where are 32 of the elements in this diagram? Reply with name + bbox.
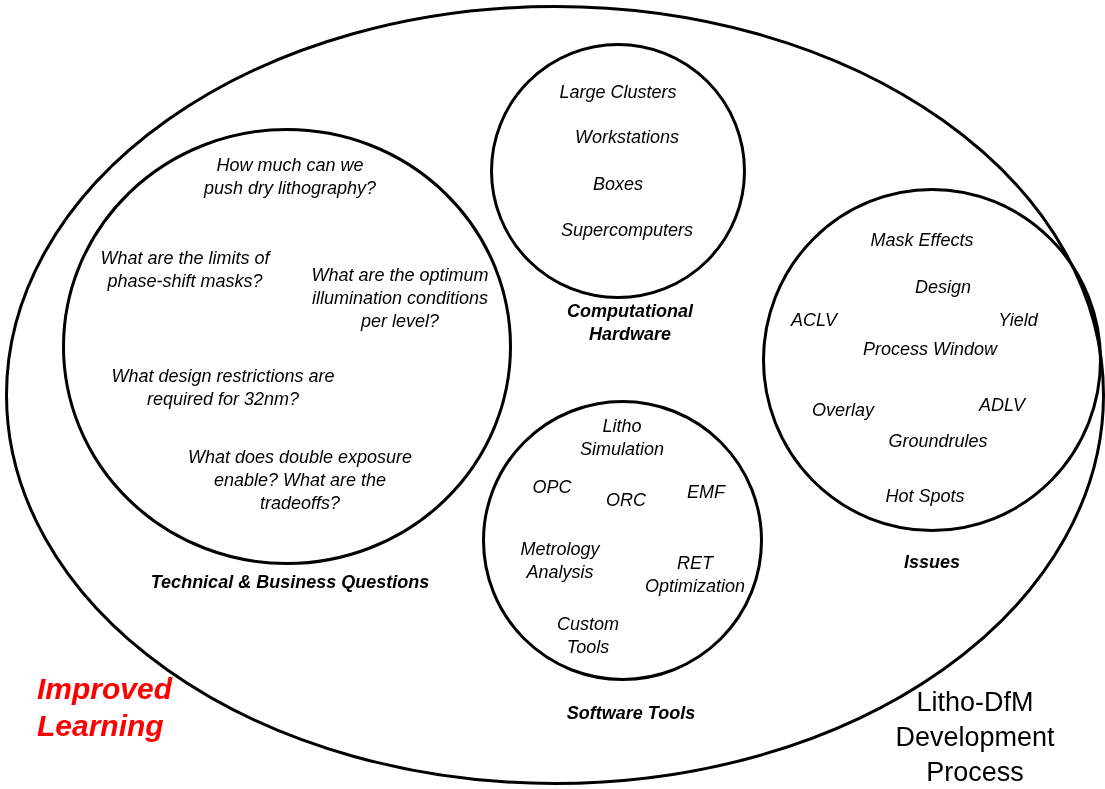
topic-text: ORC <box>605 488 647 512</box>
topic-text: Metrology Analysis <box>519 538 601 584</box>
topic-text: Design <box>914 275 972 299</box>
outer-ellipse <box>5 5 1105 785</box>
topic-text: Litho Simulation <box>578 415 665 461</box>
topic-text: What are the optimum illumination conditions per level? <box>310 263 490 333</box>
topic-text: Supercomputers <box>559 218 695 242</box>
topic-text: Mask Effects <box>869 228 975 252</box>
topic-text: What design restrictions are required for 32nm? <box>110 365 336 411</box>
circle-title: Technical & Business Questions <box>149 570 431 594</box>
topic-text: Workstations <box>574 125 680 149</box>
topic-text: Hot Spots <box>884 484 966 508</box>
topic-text: What does double exposure enable? What are the tradeoffs? <box>186 445 414 515</box>
topic-text: Large Clusters <box>558 80 678 104</box>
topic-text: Boxes <box>592 172 644 196</box>
topic-text: RET Optimization <box>643 552 746 598</box>
circle-title: Litho-DfM Development Process <box>894 685 1056 789</box>
callout-text: Improved Learning <box>37 671 174 744</box>
topic-text: Process Window <box>862 337 999 361</box>
topic-text: How much can we push dry lithography? <box>202 154 378 200</box>
circle-title: Software Tools <box>565 701 697 725</box>
topic-text: ADLV <box>977 393 1027 417</box>
circle-title: Computational Hardware <box>566 300 695 346</box>
topic-text: What are the limits of phase-shift masks? <box>99 247 272 293</box>
topic-text: ACLV <box>789 308 839 332</box>
topic-text: Yield <box>997 308 1039 332</box>
circle-title: Issues <box>902 550 961 574</box>
topic-text: Custom Tools <box>556 613 620 659</box>
topic-text: OPC <box>531 475 573 499</box>
topic-text: EMF <box>686 480 727 504</box>
topic-text: Groundrules <box>887 429 989 453</box>
topic-text: Overlay <box>811 398 876 422</box>
